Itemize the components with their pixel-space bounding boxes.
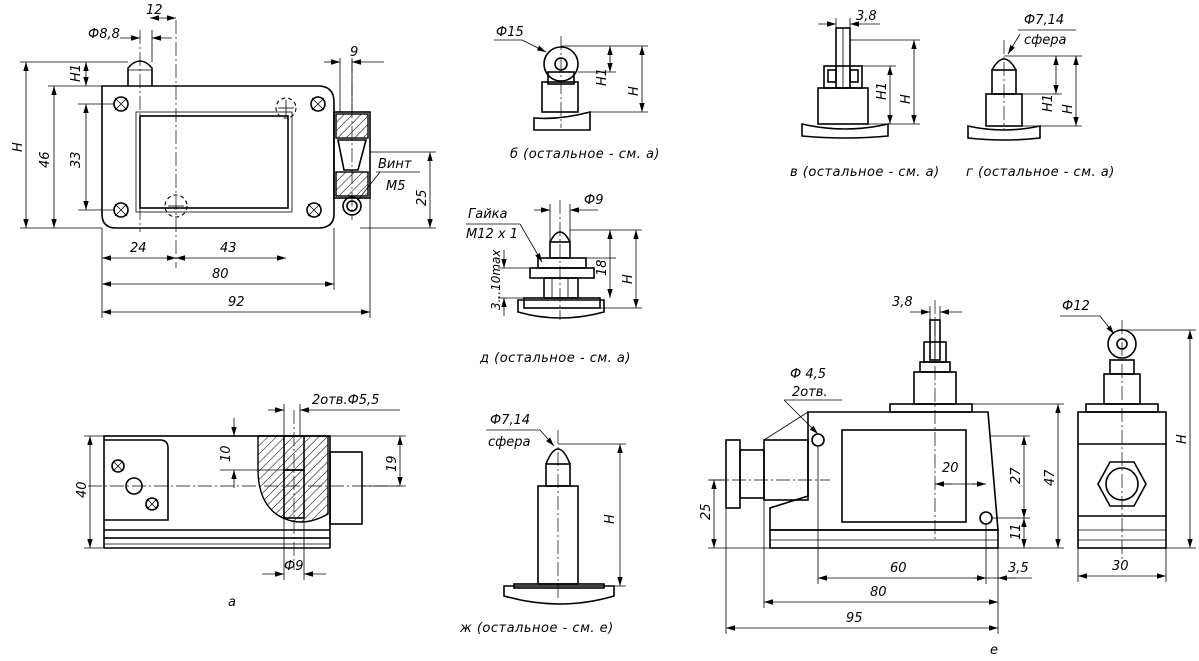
view-a-top: Ф8,8 12 9 H 46 33 H1 24 43 80 92 25 Винт… xyxy=(11,3,436,318)
dim-h: H xyxy=(1061,104,1076,114)
screw-icon xyxy=(111,459,125,473)
dim-h: H xyxy=(621,274,636,284)
view-g: Ф7,14 сфера H1 H г (остальное - см. а) xyxy=(966,13,1115,180)
view-e-caption: е xyxy=(990,643,999,658)
view-zh-caption: ж (остальное - см. е) xyxy=(459,621,614,636)
dim-3-10max: 3...10max xyxy=(489,249,503,310)
dim-20: 20 xyxy=(942,461,959,476)
dim-25: 25 xyxy=(699,503,714,520)
dim-43: 43 xyxy=(220,241,237,256)
dim-h1: H1 xyxy=(595,68,610,86)
dim-d714: Ф7,14 xyxy=(1024,13,1064,28)
dim-h: H xyxy=(11,142,26,152)
nut-thread: М12 х 1 xyxy=(466,227,518,242)
dim-sphere: сфера xyxy=(1024,33,1067,48)
view-g-caption: г (остальное - см. а) xyxy=(966,165,1115,180)
dim-h1: H1 xyxy=(875,82,890,100)
screw-label: Винт xyxy=(378,157,412,172)
dim-80: 80 xyxy=(212,267,229,282)
view-a-caption: а xyxy=(228,595,236,610)
dim-d9: Ф9 xyxy=(584,193,603,208)
dim-h: H xyxy=(603,514,618,524)
screw-icon xyxy=(113,96,129,112)
dim-3-5: 3,5 xyxy=(1008,561,1029,576)
dim-holes-count: 2отв. xyxy=(792,385,828,400)
dim-30: 30 xyxy=(1112,559,1129,574)
view-a-front: 2отв.Ф5,5 10 19 40 Ф9 а xyxy=(75,393,406,610)
view-zh: Ф7,14 сфера H ж (остальное - см. е) xyxy=(459,413,626,636)
dim-95: 95 xyxy=(846,611,863,626)
dim-h1: H1 xyxy=(69,64,84,82)
dim-h: H xyxy=(899,94,914,104)
dim-25: 25 xyxy=(415,189,430,206)
dim-18: 18 xyxy=(595,259,610,276)
dim-holes: 2отв.Ф5,5 xyxy=(312,393,379,408)
dim-d-pin: Ф8,8 xyxy=(88,27,120,42)
screw-icon xyxy=(306,202,322,218)
dim-d12: Ф12 xyxy=(1062,299,1090,314)
dim-holes-d: Ф 4,5 xyxy=(790,367,826,382)
view-v: 3,8 H1 H в (остальное - см. а) xyxy=(790,9,940,180)
dim-24: 24 xyxy=(130,241,147,256)
dim-46: 46 xyxy=(38,151,53,168)
dim-27: 27 xyxy=(1009,467,1024,484)
dim-h: H xyxy=(1175,434,1190,444)
view-v-caption: в (остальное - см. а) xyxy=(790,165,940,180)
dim-10: 10 xyxy=(219,445,234,462)
view-e-side: Ф12 H 30 xyxy=(1060,299,1196,582)
dim-sphere: сфера xyxy=(488,435,531,450)
dim-92: 92 xyxy=(228,295,245,310)
view-d: Гайка М12 х 1 Ф9 3...10max 18 H д (остал… xyxy=(466,193,642,366)
dim-80: 80 xyxy=(870,585,887,600)
dim-h: H xyxy=(627,86,642,96)
screw-icon xyxy=(145,497,159,511)
screw-thread: М5 xyxy=(386,179,406,194)
view-e-front: 3,8 Ф 4,5 2отв. 20 27 47 25 11 60 3,5 80… xyxy=(699,295,1064,658)
dim-60: 60 xyxy=(890,561,907,576)
dim-3-8: 3,8 xyxy=(856,9,877,24)
screw-icon xyxy=(113,202,129,218)
view-b: Ф15 H1 H б (остальное - см. а) xyxy=(494,25,660,162)
dim-3-8: 3,8 xyxy=(892,295,913,310)
screw-icon xyxy=(310,96,326,112)
dim-d15: Ф15 xyxy=(496,25,524,40)
nut-label: Гайка xyxy=(468,207,508,222)
dim-9: 9 xyxy=(350,45,358,60)
dim-11: 11 xyxy=(1009,523,1024,540)
dim-47: 47 xyxy=(1043,469,1058,486)
dim-19: 19 xyxy=(385,455,400,472)
view-b-caption: б (остальное - см. а) xyxy=(510,147,660,162)
view-d-caption: д (остальное - см. а) xyxy=(479,351,631,366)
dim-40: 40 xyxy=(75,481,90,498)
dim-d9: Ф9 xyxy=(284,559,303,574)
dim-12: 12 xyxy=(146,3,163,18)
dim-33: 33 xyxy=(69,151,84,168)
dim-h1: H1 xyxy=(1041,94,1056,112)
dim-d714: Ф7,14 xyxy=(490,413,530,428)
